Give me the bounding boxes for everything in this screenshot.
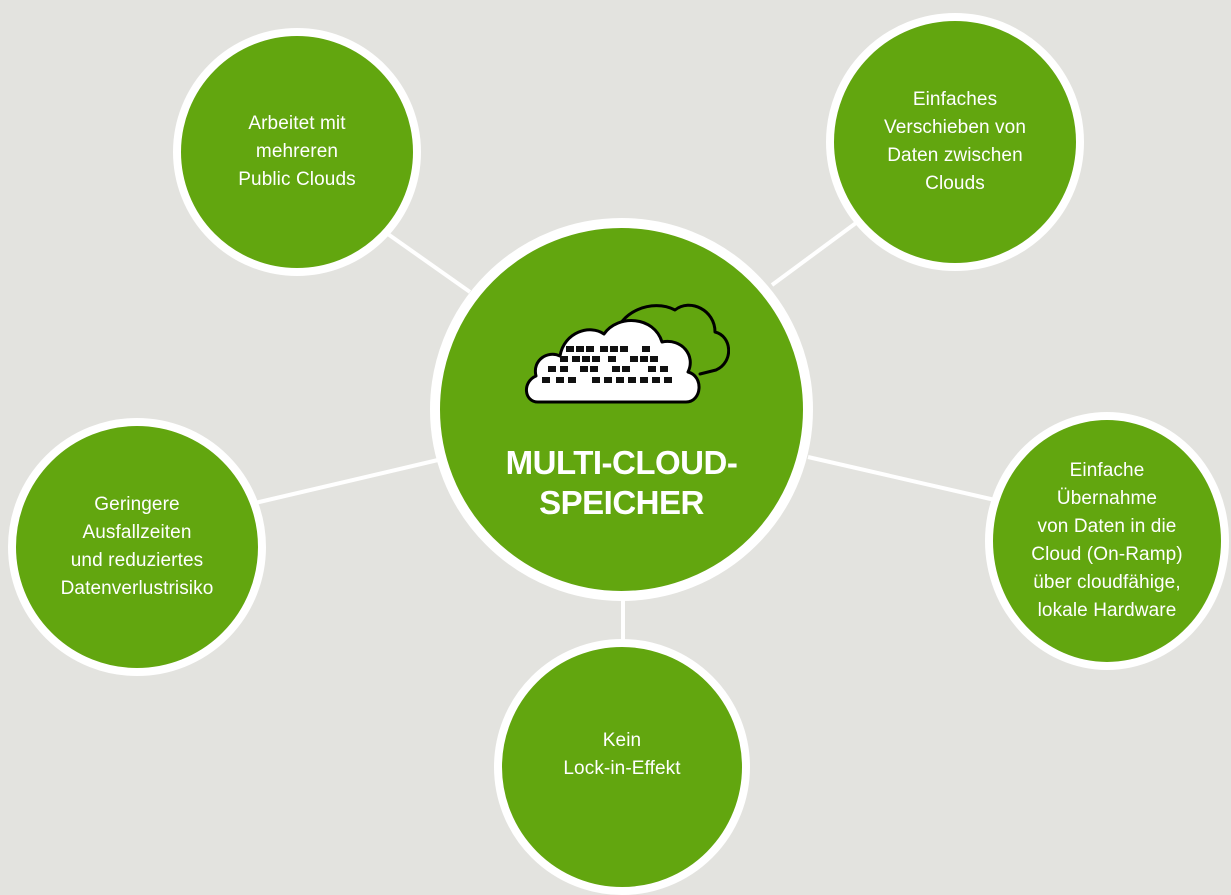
hub-multi-cloud-storage: MULTI-CLOUD- SPEICHER <box>430 218 813 601</box>
node-label-on-ramp: Einfache Übernahme von Daten in die Clou… <box>1031 460 1183 621</box>
node-data-moving: Einfaches Verschieben von Daten zwischen… <box>826 13 1084 271</box>
hub-title: MULTI-CLOUD- SPEICHER <box>505 444 738 521</box>
node-label-downtime: Geringere Ausfallzeiten und reduziertes … <box>60 494 214 599</box>
node-no-lock-in: Kein Lock-in-Effekt <box>494 639 750 895</box>
data-block-grid <box>542 346 672 383</box>
node-label-public-clouds: Arbeitet mit mehreren Public Clouds <box>238 113 356 190</box>
node-on-ramp: Einfache Übernahme von Daten in die Clou… <box>985 412 1229 670</box>
node-downtime: Geringere Ausfallzeiten und reduziertes … <box>8 418 266 676</box>
node-public-clouds: Arbeitet mit mehreren Public Clouds <box>173 28 421 276</box>
node-label-no-lock-in: Kein Lock-in-Effekt <box>563 730 681 779</box>
node-label-data-moving: Einfaches Verschieben von Daten zwischen… <box>884 89 1026 194</box>
connector-data-moving <box>770 218 862 287</box>
data-cloud-icon <box>525 303 730 404</box>
connector-public-clouds <box>383 230 472 294</box>
connector-on-ramp <box>807 455 996 502</box>
connector-downtime <box>254 458 439 505</box>
